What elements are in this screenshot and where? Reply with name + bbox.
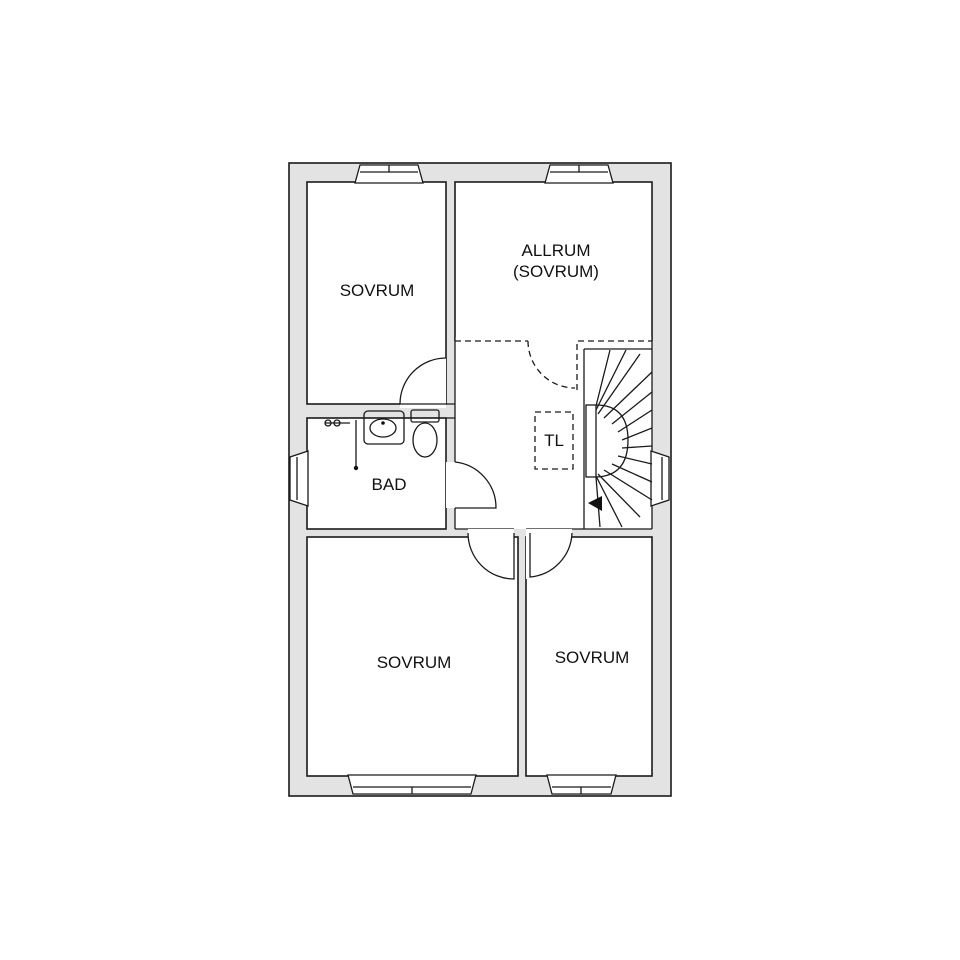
stair-tread	[621, 427, 653, 441]
stair-tread	[611, 463, 653, 483]
room-hallway	[455, 337, 652, 529]
stair-direction-arrow	[588, 496, 602, 511]
stair-tread	[595, 475, 623, 528]
shower-fixture	[324, 419, 359, 471]
stair-tread	[595, 349, 627, 411]
stair-tread	[597, 353, 641, 415]
stair-tread	[617, 455, 653, 465]
window-top-left	[354, 164, 424, 184]
window-bottom-right	[546, 774, 617, 795]
label-bedroom-top-left: SOVRUM	[340, 281, 415, 300]
door-bathroom	[446, 461, 497, 509]
stair-tread	[611, 391, 653, 425]
label-family-room-line2: (SOVRUM)	[513, 262, 599, 281]
stair-tread	[603, 469, 653, 501]
sink	[363, 410, 405, 445]
window-left-bathroom	[289, 450, 309, 507]
label-bedroom-bottom-right: SOVRUM	[555, 648, 630, 667]
stair-tread	[597, 473, 641, 518]
stair-tread	[603, 371, 653, 419]
hall-wall-segment	[446, 403, 455, 419]
roof-hatch	[534, 411, 574, 470]
label-bathroom: BAD	[372, 475, 407, 494]
label-roof-hatch: TL	[544, 431, 564, 450]
door-bedroom-bottom-left	[467, 529, 515, 580]
room-family-room	[454, 181, 653, 341]
window-top-right	[544, 164, 614, 184]
door-family-room-dashed	[455, 340, 652, 390]
label-family-room-line1: ALLRUM	[522, 241, 591, 260]
window-right-stair	[650, 450, 670, 507]
stair-tread	[595, 349, 611, 407]
label-bedroom-bottom-left: SOVRUM	[377, 653, 452, 672]
toilet	[410, 409, 440, 458]
stair-tread	[617, 409, 653, 433]
room-bathroom	[306, 417, 447, 530]
window-bottom-left	[347, 774, 477, 795]
door-bedroom-bottom-right	[526, 529, 573, 579]
stair-tread	[621, 445, 653, 449]
staircase	[583, 348, 653, 529]
door-bedroom-top-left	[399, 357, 447, 408]
